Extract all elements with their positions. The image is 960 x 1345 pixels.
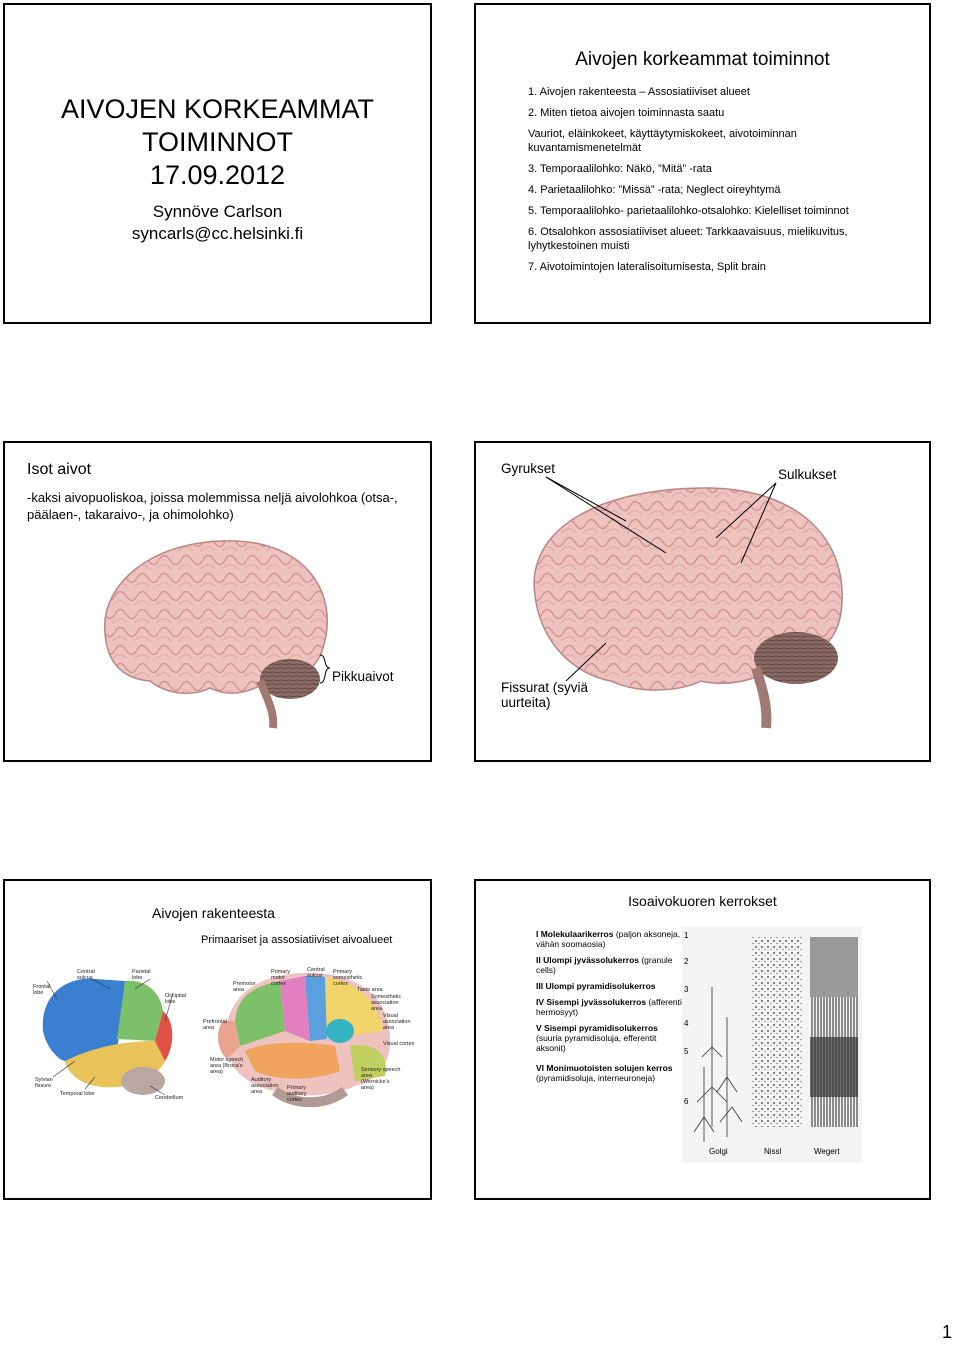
lobes-figure <box>42 972 390 1108</box>
layer-item: IV Sisempi jyvässolukerros (afferentit h… <box>536 997 685 1017</box>
fig-label: Visual association area <box>383 1013 411 1031</box>
cerebellum-label: Pikkuaivot <box>332 669 394 684</box>
fig-label: Primary motor cortex <box>271 969 290 987</box>
page-number: 1 <box>941 1322 952 1342</box>
author-block: Synnöve Carlson syncarls@cc.helsinki.fi <box>5 201 430 245</box>
fig-label: Motor speech area (Broca's area) <box>210 1057 244 1075</box>
slide-subheading: Primaariset ja assosiatiiviset aivoaluee… <box>201 934 393 946</box>
fig-label: Somesthetic association area <box>371 994 402 1012</box>
contents-list: 1. Aivojen rakenteesta – Assosiatiiviset… <box>528 85 898 281</box>
slide-cerebrum: Isot aivot -kaksi aivopuoliskoa, joissa … <box>3 441 432 762</box>
fig-label: Auditory association area <box>251 1077 279 1095</box>
fig-label: Visual cortex <box>383 1041 415 1047</box>
slide-brain-structure: Aivojen rakenteesta Primaariset ja assos… <box>3 879 432 1200</box>
layer-item: VI Monimuotoisten solujen kerros (pyrami… <box>536 1063 673 1083</box>
list-item: 7. Aivotoimintojen lateralisoitumisesta,… <box>528 261 766 273</box>
brain-photo <box>533 476 843 729</box>
slide-heading: Aivojen rakenteesta <box>152 905 275 921</box>
sulci-label: Sulkukset <box>778 467 837 482</box>
fig-label: Premotor area <box>233 981 256 993</box>
slide-text: -kaksi aivopuoliskoa, joissa molemmissa … <box>27 490 398 522</box>
layer-item: II Ulompi jyvässolukerros (granule cells… <box>536 955 673 975</box>
fissures-label: Fissurat (syviä uurteita) <box>501 680 589 710</box>
stain-label: Wegert <box>814 1147 840 1156</box>
slide-heading: Isoaivokuoren kerrokset <box>628 893 777 909</box>
stain-label: Golgi <box>709 1147 728 1156</box>
fig-label: Sylvian fissure <box>35 1077 53 1089</box>
cortex-layers-figure <box>682 927 862 1163</box>
fig-label: Sensory speech area (Wernicke's area) <box>361 1067 401 1091</box>
list-item: 2. Miten tietoa aivojen toiminnasta saat… <box>528 106 898 155</box>
fig-label: Primary somesthetic cortex <box>333 969 363 987</box>
list-item: 3. Temporaalilohko: Näkö, ”Mitä” -rata <box>528 163 712 175</box>
fig-label: Frontal lobe <box>33 984 51 996</box>
list-item: 4. Parietaalilohko: ”Missä” -rata; Negle… <box>528 184 781 196</box>
gyri-label: Gyrukset <box>501 461 556 476</box>
list-subitem: Vauriot, eläinkokeet, käyttäytymiskokeet… <box>528 128 797 154</box>
fig-label: Prefrontal area <box>203 1019 227 1031</box>
fig-label: Primary auditory cortex <box>287 1085 307 1103</box>
list-item: 6. Otsalohkon assosiatiiviset alueet: Ta… <box>528 226 848 252</box>
list-item: 5. Temporaalilohko- parietaalilohko-otsa… <box>528 205 849 217</box>
slide-cortex-layers: Isoaivokuoren kerrokset I Molekulaariker… <box>474 879 931 1200</box>
fig-label: Central sulcus <box>77 969 95 981</box>
layers-list: I Molekulaarikerros (paljon aksoneja, vä… <box>536 929 686 1089</box>
slide-gyri-sulci: Gyrukset Sulkukset Fissurat (syviä uurte… <box>474 441 931 762</box>
stain-label: Nissl <box>764 1147 782 1156</box>
layer-item: III Ulompi pyramidisolukerros <box>536 981 656 991</box>
slide-contents: Aivojen korkeammat toiminnot 1. Aivojen … <box>474 3 931 324</box>
slide-heading: Isot aivot <box>27 461 92 478</box>
layer-item: V Sisempi pyramidisolukerros (suuria pyr… <box>536 1023 658 1053</box>
brain-illustration <box>104 540 331 729</box>
slide-title: AIVOJEN KORKEAMMAT TOIMINNOT 17.09.2012 … <box>3 3 432 324</box>
presentation-title: AIVOJEN KORKEAMMAT TOIMINNOT 17.09.2012 <box>60 94 375 190</box>
fig-label: Parietal lobe <box>132 969 151 981</box>
fig-label: Temporal lobe <box>60 1091 95 1097</box>
fig-label: Cerebellum <box>155 1095 184 1101</box>
list-item: 1. Aivojen rakenteesta – Assosiatiiviset… <box>528 86 750 98</box>
layer-item: I Molekulaarikerros (paljon aksoneja, vä… <box>536 929 681 949</box>
fig-label: Central sulcus <box>307 967 325 979</box>
author-name: Synnöve Carlson <box>152 202 283 221</box>
fig-label: Occipital lobe <box>165 993 187 1005</box>
fig-label: Taste area <box>357 987 383 993</box>
slide-heading: Aivojen korkeammat toiminnot <box>575 49 830 70</box>
author-email: syncarls@cc.helsinki.fi <box>131 224 304 243</box>
